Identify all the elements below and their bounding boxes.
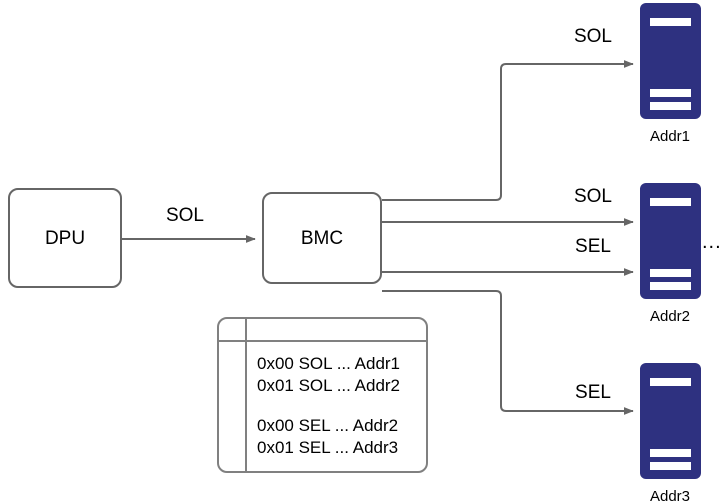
edge-label-bmc-addr2-sel: SEL [575,236,611,257]
server-icon-addr1[interactable] [640,3,701,119]
edge-bmc-addr1-sol [382,60,634,201]
table-row: 0x01 SOL ... Addr2 [257,376,401,395]
node-dpu-label: DPU [44,227,86,249]
edge-label-bmc-addr2-sol: SOL [573,186,613,207]
server-icon-addr3[interactable] [640,363,701,479]
server-label-addr3: Addr3 [649,488,691,504]
edge-bmc-addr3-sel [382,290,634,415]
mapping-table-header-divider [219,340,426,342]
mapping-table-column-divider [245,319,247,471]
edge-label-bmc-addr3-sel: SEL [575,382,611,403]
server-label-addr1: Addr1 [649,128,691,145]
table-row: 0x00 SOL ... Addr1 [257,354,401,373]
server-label-addr2: Addr2 [649,308,691,325]
node-dpu[interactable]: DPU [8,188,122,288]
node-bmc-label: BMC [300,227,344,249]
edge-label-bmc-addr1-sol: SOL [573,26,613,47]
table-row-spacer [257,397,426,415]
more-servers-ellipsis: ... [702,231,721,253]
table-row: 0x01 SEL ... Addr3 [257,438,399,457]
server-icon-addr2[interactable] [640,183,701,299]
mapping-table-body: 0x00 SOL ... Addr1 0x01 SOL ... Addr2 0x… [247,347,426,471]
table-row: 0x00 SEL ... Addr2 [257,416,399,435]
mapping-table: 0x00 SOL ... Addr1 0x01 SOL ... Addr2 0x… [217,317,428,473]
node-bmc[interactable]: BMC [262,192,382,284]
edge-label-dpu-bmc: SOL [165,205,205,226]
